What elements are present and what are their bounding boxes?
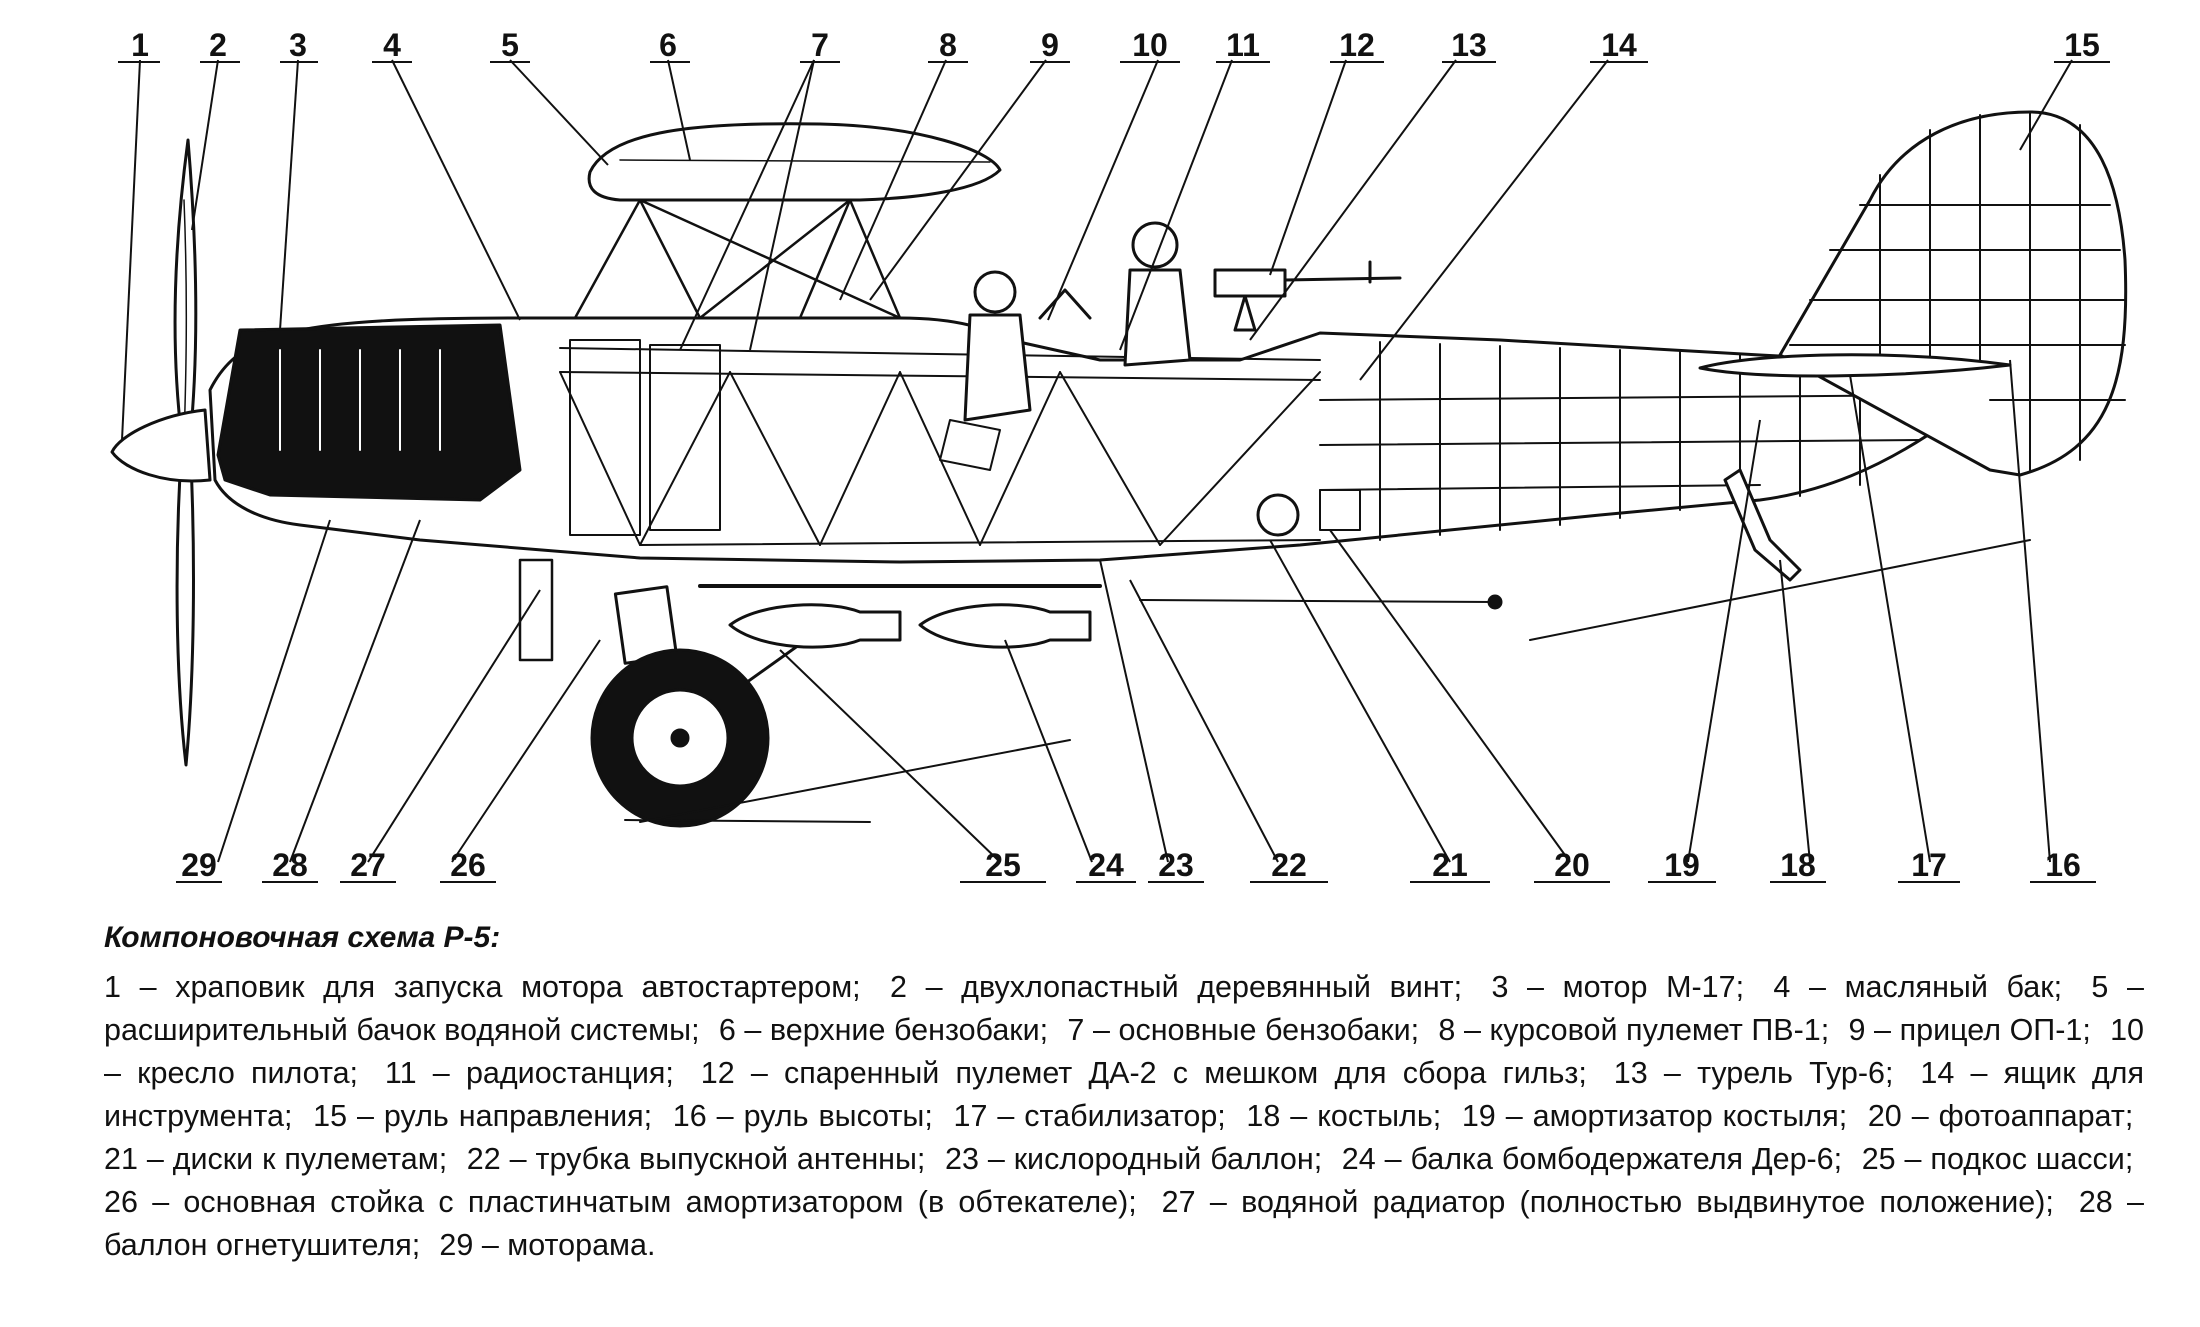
callout-3: 3 bbox=[289, 27, 307, 63]
legend-item: 16 – руль высоты; bbox=[672, 1099, 933, 1133]
legend-item: 23 – кислородный баллон; bbox=[945, 1142, 1323, 1176]
callout-18: 18 bbox=[1780, 847, 1816, 883]
legend-item: 20 – фотоаппарат; bbox=[1867, 1099, 2134, 1133]
tail-skid bbox=[1723, 468, 1802, 582]
legend-item: 6 – верхние бензобаки; bbox=[718, 1013, 1049, 1047]
legend-item: 8 – курсовой пулемет ПВ-1; bbox=[1438, 1013, 1830, 1047]
legend-item: 7 – основные бензобаки; bbox=[1067, 1013, 1420, 1047]
legend-item: 22 – трубка выпускной антенны; bbox=[466, 1142, 926, 1176]
callout-20: 20 bbox=[1554, 847, 1590, 883]
antenna-line bbox=[1139, 599, 1496, 603]
callout-16: 16 bbox=[2045, 847, 2081, 883]
camera bbox=[1256, 493, 1300, 537]
callout-17: 17 bbox=[1911, 847, 1947, 883]
legend-item: 19 – амортизатор костыля; bbox=[1461, 1099, 1848, 1133]
spinner bbox=[110, 408, 212, 483]
callout-28: 28 bbox=[272, 847, 308, 883]
pilot bbox=[939, 270, 1032, 471]
aircraft-layout-diagram: 1 2 3 4 5 6 7 8 9 10 11 12 13 14 15 16 1… bbox=[110, 27, 2128, 883]
ammo-disks bbox=[1319, 489, 1361, 531]
leader-lines bbox=[121, 59, 2073, 863]
callout-13: 13 bbox=[1451, 27, 1487, 63]
callout-2: 2 bbox=[209, 27, 227, 63]
legend-item: 18 – костыль; bbox=[1246, 1099, 1442, 1133]
callout-1: 1 bbox=[131, 27, 149, 63]
callout-14: 14 bbox=[1601, 27, 1637, 63]
callout-5: 5 bbox=[501, 27, 519, 63]
legend-item: 11 – радиостанция; bbox=[384, 1056, 674, 1090]
callout-6: 6 bbox=[659, 27, 677, 63]
machine-gun bbox=[1213, 260, 1402, 332]
callout-26: 26 bbox=[450, 847, 486, 883]
engine-cylinders bbox=[279, 349, 441, 451]
bombs bbox=[698, 584, 1102, 649]
legend-item: 14 – ящик для инструмента; bbox=[104, 1056, 2144, 1133]
callout-7: 7 bbox=[811, 27, 829, 63]
caption-legend: 1 – храповик для запуска мотора автостар… bbox=[104, 966, 2144, 1267]
callout-11: 11 bbox=[1226, 27, 1260, 63]
gunner bbox=[1123, 221, 1192, 367]
legend-item: 21 – диски к пулеметам; bbox=[104, 1142, 448, 1176]
legend-item: 13 – турель Тур-6; bbox=[1613, 1056, 1894, 1090]
number-underlines bbox=[118, 61, 2110, 883]
upper-wing bbox=[587, 122, 1002, 202]
callout-24: 24 bbox=[1088, 847, 1124, 883]
radiator bbox=[518, 558, 554, 662]
callout-9: 9 bbox=[1041, 27, 1059, 63]
callout-29: 29 bbox=[181, 847, 217, 883]
legend-item: 5 – расширительный бачок водяной системы… bbox=[104, 970, 2144, 1047]
rudder bbox=[1778, 110, 2128, 477]
legend-item: 9 – прицел ОП-1; bbox=[1848, 1013, 2091, 1047]
legend-item: 3 – мотор М-17; bbox=[1491, 970, 1745, 1004]
legend-item: 15 – руль направления; bbox=[313, 1099, 653, 1133]
legend-item: 28 – баллон огнетушителя; bbox=[104, 1185, 2144, 1262]
main-landing-gear bbox=[590, 585, 871, 828]
callout-27: 27 bbox=[350, 847, 386, 883]
callout-21: 21 bbox=[1432, 847, 1468, 883]
caption: Компоновочная схема Р-5: 1 – храповик дл… bbox=[104, 918, 2144, 1267]
callout-23: 23 bbox=[1158, 847, 1194, 883]
legend-item: 26 – основная стойка с пластинчатым амор… bbox=[104, 1185, 1137, 1219]
rudder-ribs bbox=[1789, 111, 2126, 471]
legend-item: 10 – кресло пилота; bbox=[104, 1013, 2145, 1090]
engine bbox=[216, 323, 522, 502]
callout-19: 19 bbox=[1664, 847, 1700, 883]
legend-item: 12 – спаренный пулемет ДА-2 с мешком для… bbox=[700, 1056, 1587, 1090]
legend-item: 24 – балка бомбодержателя Дер-6; bbox=[1341, 1142, 1843, 1176]
legend-item: 2 – двухлопастный деревянный винт; bbox=[889, 970, 1463, 1004]
callout-25: 25 bbox=[985, 847, 1021, 883]
legend-item: 27 – водяной радиатор (полностью выдвину… bbox=[1161, 1185, 2054, 1219]
callout-12: 12 bbox=[1339, 27, 1375, 63]
ground-line-tail bbox=[1529, 539, 2031, 641]
callout-22: 22 bbox=[1271, 847, 1307, 883]
windscreen bbox=[1038, 288, 1092, 320]
callout-8: 8 bbox=[939, 27, 957, 63]
legend-item: 29 – моторама. bbox=[439, 1228, 656, 1262]
legend-item: 4 – масляный бак; bbox=[1773, 970, 2063, 1004]
callout-10: 10 bbox=[1132, 27, 1168, 63]
callout-4: 4 bbox=[383, 27, 401, 63]
legend-item: 17 – стабилизатор; bbox=[953, 1099, 1226, 1133]
legend-item: 25 – подкос шасси; bbox=[1861, 1142, 2134, 1176]
wing-struts bbox=[573, 198, 902, 320]
ground-line-main bbox=[639, 739, 1071, 823]
legend-item: 1 – храповик для запуска мотора автостар… bbox=[104, 970, 861, 1004]
callout-15: 15 bbox=[2064, 27, 2100, 63]
caption-title: Компоновочная схема Р-5: bbox=[104, 921, 501, 954]
